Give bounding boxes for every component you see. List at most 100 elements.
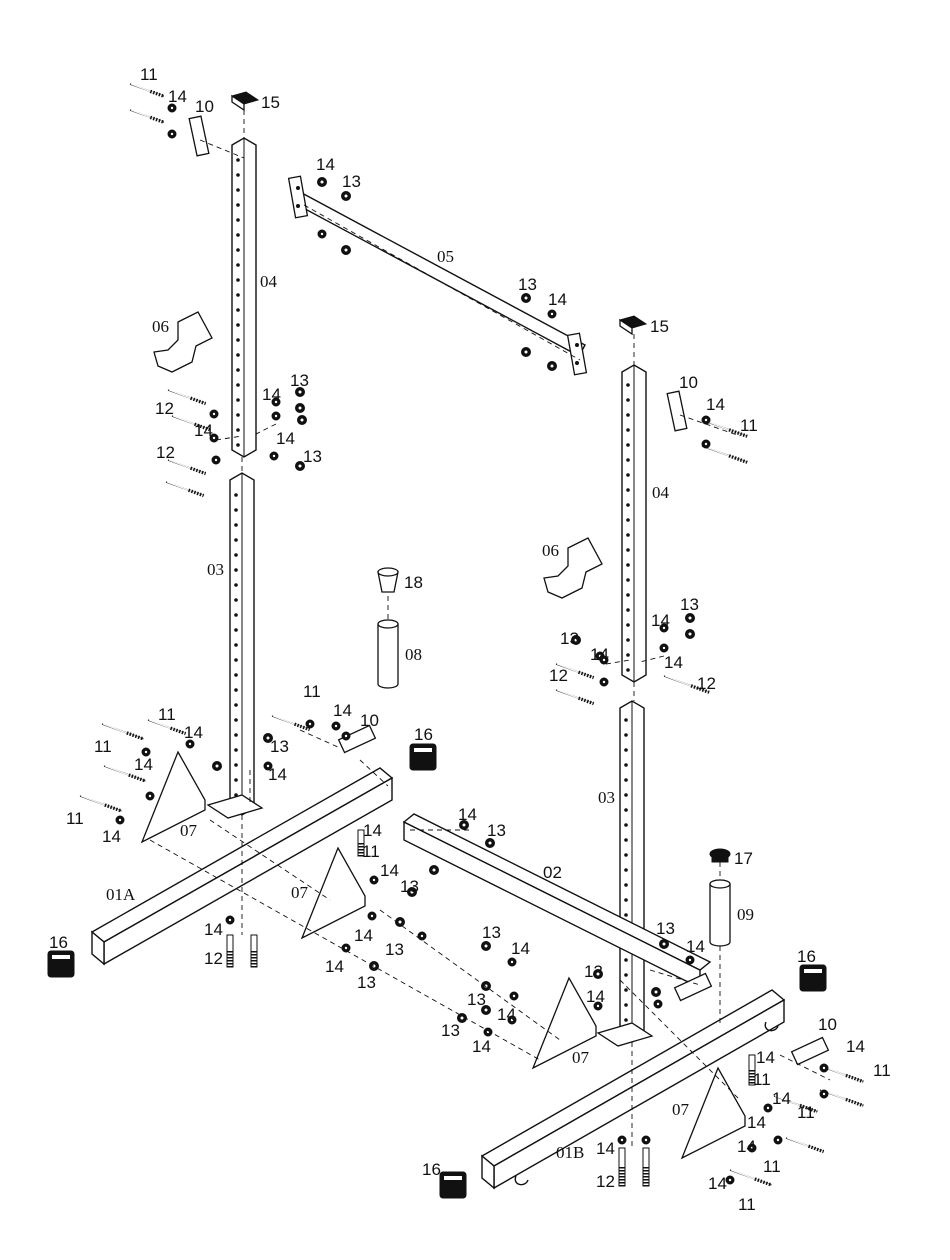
label-14: 14 <box>276 429 295 448</box>
label-13: 13 <box>357 973 376 992</box>
label-13: 13 <box>467 990 486 1009</box>
cap-17 <box>710 849 730 862</box>
upright-hole <box>234 793 238 797</box>
label-14: 14 <box>168 87 187 106</box>
upright-hole <box>236 443 240 447</box>
label-10: 10 <box>360 711 379 730</box>
washer-hole <box>345 947 347 949</box>
label-14: 14 <box>706 395 725 414</box>
label-13: 13 <box>482 923 501 942</box>
label-04: 04 <box>652 483 670 502</box>
label-03: 03 <box>207 560 224 579</box>
label-16: 16 <box>797 947 816 966</box>
upright-hole <box>236 368 240 372</box>
label-14: 14 <box>204 920 223 939</box>
washer-hole <box>275 415 277 417</box>
label-16: 16 <box>422 1160 441 1179</box>
upright-hole <box>626 398 630 402</box>
label-01B: 01B <box>556 1143 584 1162</box>
washer-hole <box>621 1139 623 1141</box>
j-hooks-06 <box>154 312 602 598</box>
label-03: 03 <box>598 788 615 807</box>
upright-hole <box>626 608 630 612</box>
washer-hole <box>823 1067 825 1069</box>
connector-bar-02 <box>404 814 710 988</box>
upright-hole <box>624 793 628 797</box>
label-12: 12 <box>596 1172 615 1191</box>
upright-hole <box>236 338 240 342</box>
upright-hole <box>624 898 628 902</box>
nut-hole <box>525 351 528 354</box>
label-11: 11 <box>873 1061 891 1080</box>
label-12: 12 <box>204 949 223 968</box>
washer-hole <box>645 1139 647 1141</box>
upright-hole <box>236 248 240 252</box>
washer-hole <box>189 743 191 745</box>
washer-hole <box>689 959 691 961</box>
upright-hole <box>626 533 630 537</box>
upright-hole <box>626 623 630 627</box>
nut-hole <box>655 991 658 994</box>
label-15: 15 <box>261 93 280 112</box>
label-07: 07 <box>291 883 309 902</box>
upright-hole <box>626 563 630 567</box>
label-17: 17 <box>734 849 753 868</box>
label-14: 14 <box>737 1137 756 1156</box>
label-15: 15 <box>650 317 669 336</box>
label-14: 14 <box>596 1139 615 1158</box>
label-14: 14 <box>747 1113 766 1132</box>
label-16: 16 <box>49 933 68 952</box>
washer-hole <box>705 419 707 421</box>
label-11: 11 <box>740 416 758 435</box>
label-13: 13 <box>303 447 322 466</box>
upright-hole <box>624 853 628 857</box>
label-11: 11 <box>66 809 84 828</box>
washer-hole <box>657 1003 659 1005</box>
upright-hole <box>236 233 240 237</box>
upright-hole <box>626 428 630 432</box>
nut-hole <box>399 921 402 924</box>
bracket-plates-10 <box>189 116 828 1064</box>
label-10: 10 <box>679 373 698 392</box>
label-04: 04 <box>260 272 278 291</box>
washer-hole <box>345 735 347 737</box>
label-12: 12 <box>697 674 716 693</box>
upright-hole <box>234 778 238 782</box>
washer-hole <box>273 455 275 457</box>
label-02: 02 <box>543 863 562 882</box>
washer-hole <box>213 437 215 439</box>
upright-hole <box>234 493 238 497</box>
upright-hole <box>236 398 240 402</box>
label-13: 13 <box>680 595 699 614</box>
label-14: 14 <box>772 1089 791 1108</box>
label-13: 13 <box>441 1021 460 1040</box>
washer-hole <box>229 919 231 921</box>
upright-hole <box>626 458 630 462</box>
washer-hole <box>119 819 121 821</box>
label-13: 13 <box>518 275 537 294</box>
upright-hole <box>624 1018 628 1022</box>
right-upright-03 <box>598 701 652 1046</box>
label-07: 07 <box>672 1100 690 1119</box>
label-13: 13 <box>270 737 289 756</box>
upright-hole <box>624 808 628 812</box>
upright-hole <box>626 413 630 417</box>
sleeve-09 <box>710 880 730 946</box>
label-11: 11 <box>158 705 176 724</box>
nut-hole <box>299 391 302 394</box>
upright-hole <box>624 1003 628 1007</box>
label-14: 14 <box>548 290 567 309</box>
label-07: 07 <box>572 1048 590 1067</box>
upright-hole <box>626 473 630 477</box>
label-05: 05 <box>437 247 454 266</box>
alignment-line <box>300 730 340 748</box>
washer-hole <box>373 879 375 881</box>
label-10: 10 <box>195 97 214 116</box>
label-13: 13 <box>656 919 675 938</box>
upright-hole <box>624 958 628 962</box>
label-12: 12 <box>549 666 568 685</box>
label-11: 11 <box>362 842 380 861</box>
upright-hole <box>234 628 238 632</box>
nut-hole <box>345 195 348 198</box>
label-14: 14 <box>194 421 213 440</box>
